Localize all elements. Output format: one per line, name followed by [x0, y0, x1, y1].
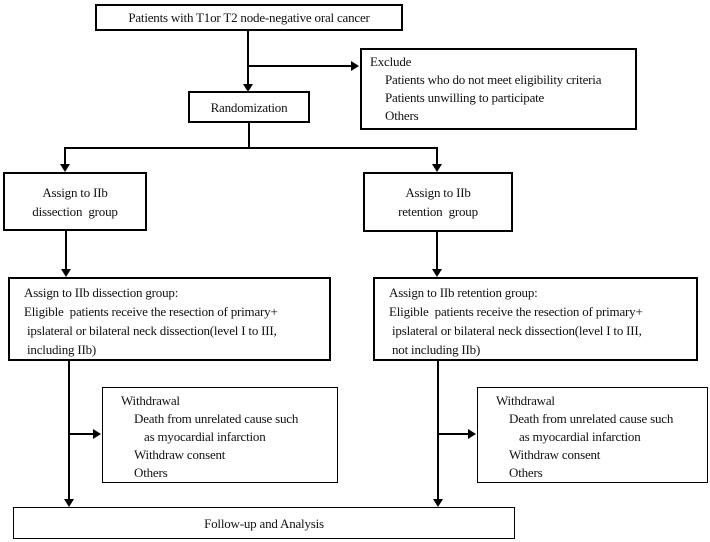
randomization-label: Randomization	[210, 99, 288, 115]
detail-dissection-line: Assign to IIb dissection group:	[24, 285, 179, 300]
detail-retention-line: not including IIb)	[392, 342, 481, 357]
withdrawal-left-title: Withdrawal	[121, 393, 180, 408]
connector-detail-to-followup-left	[68, 361, 70, 500]
assign-retention-box: Assign to IIb retention group	[363, 172, 513, 232]
connector-patients-to-randomization	[247, 31, 249, 84]
arrowhead-into-exclude	[351, 61, 359, 71]
arrowhead-into-randomization	[243, 84, 253, 92]
followup-box: Follow-up and Analysis	[13, 507, 515, 539]
withdrawal-right-item: Others	[509, 465, 543, 480]
followup-label: Follow-up and Analysis	[204, 515, 324, 531]
assign-dissection-line1: Assign to IIb	[42, 184, 108, 200]
exclude-title: Exclude	[370, 54, 412, 69]
detail-retention-line: ipslateral or bilateral neck dissection(…	[392, 323, 642, 338]
detail-retention-line: Assign to IIb retention group:	[389, 285, 538, 300]
arrowhead-into-assign-dissection	[60, 164, 70, 172]
connector-randomization-down	[248, 123, 250, 148]
exclude-item: Patients unwilling to participate	[385, 90, 545, 105]
withdrawal-left-item: Death from unrelated cause such	[134, 411, 299, 426]
arrowhead-into-withdrawal-right	[468, 429, 476, 439]
patients-box: Patients with T1or T2 node-negative oral…	[95, 4, 403, 31]
connector-branch-horizontal	[64, 147, 438, 149]
exclude-box: Exclude Patients who do not meet eligibi…	[360, 48, 637, 130]
arrowhead-into-assign-retention	[432, 164, 442, 172]
connector-assign-to-detail-left	[65, 231, 67, 270]
detail-dissection-line: including IIb)	[27, 342, 97, 357]
connector-branch-right	[436, 147, 438, 165]
arrowhead-into-withdrawal-left	[93, 429, 101, 439]
assign-dissection-line2: dissection group	[32, 203, 118, 219]
detail-dissection-box: Assign to IIb dissection group: Eligible…	[8, 277, 331, 361]
withdrawal-left-item: Withdraw consent	[134, 447, 226, 462]
arrowhead-into-detail-dissection	[61, 269, 71, 277]
exclude-item: Patients who do not meet eligibility cri…	[385, 72, 602, 87]
withdrawal-right-box: Withdrawal Death from unrelated cause su…	[477, 387, 708, 483]
connector-detail-to-followup-right	[437, 361, 439, 500]
assign-retention-line2: retention group	[398, 204, 478, 219]
randomization-box: Randomization	[188, 91, 310, 123]
withdrawal-right-title: Withdrawal	[496, 393, 555, 408]
connector-assign-to-detail-right	[436, 232, 438, 270]
detail-retention-box: Assign to IIb retention group: Eligible …	[373, 277, 698, 361]
connector-to-exclude	[248, 65, 351, 67]
detail-retention-line: Eligible patients receive the resection …	[389, 304, 643, 319]
withdrawal-left-box: Withdrawal Death from unrelated cause su…	[102, 387, 338, 483]
withdrawal-right-item: Withdraw consent	[509, 447, 601, 462]
detail-dissection-line: ipslateral or bilateral neck dissection(…	[27, 323, 277, 338]
arrowhead-into-detail-retention	[432, 269, 442, 277]
withdrawal-left-item: Others	[134, 465, 168, 480]
connector-branch-left	[64, 147, 66, 165]
withdrawal-right-item: as myocardial infarction	[519, 429, 641, 444]
withdrawal-left-item: as myocardial infarction	[144, 429, 266, 444]
assign-retention-line1: Assign to IIb	[405, 185, 471, 200]
withdrawal-right-item: Death from unrelated cause such	[509, 411, 674, 426]
assign-dissection-box: Assign to IIb dissection group	[3, 172, 147, 231]
arrowhead-into-followup-left	[64, 499, 74, 507]
exclude-item: Others	[385, 108, 419, 123]
arrowhead-into-followup-right	[433, 499, 443, 507]
connector-to-withdrawal-left	[69, 433, 94, 435]
connector-to-withdrawal-right	[438, 433, 468, 435]
detail-dissection-line: Eligible patients receive the resection …	[24, 304, 278, 319]
patients-box-label: Patients with T1or T2 node-negative oral…	[128, 10, 370, 25]
